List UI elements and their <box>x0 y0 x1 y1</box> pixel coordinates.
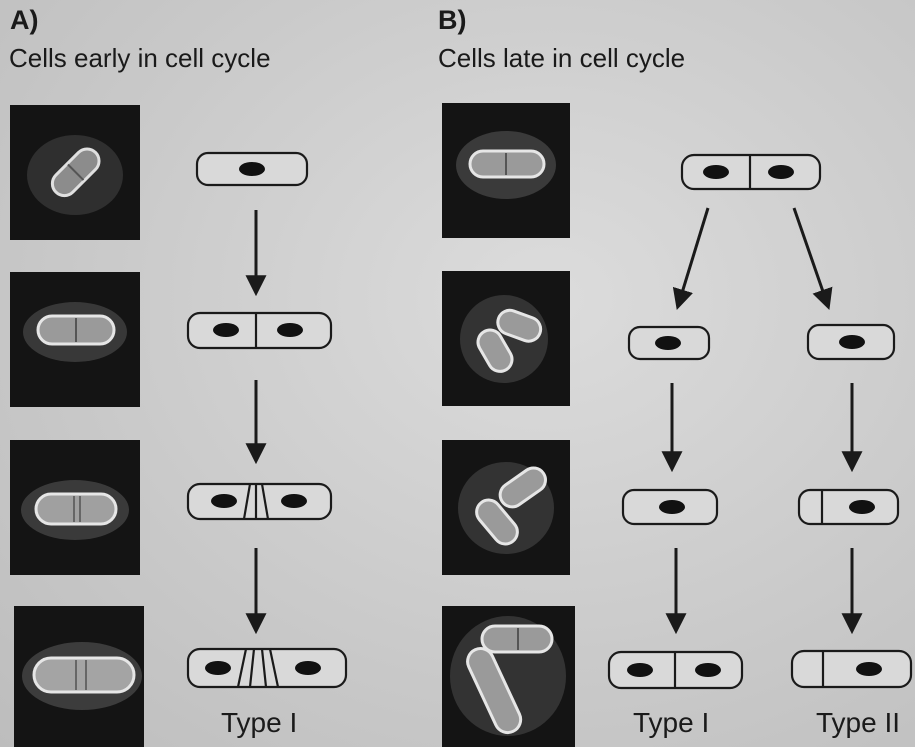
cell-b-type2-3 <box>792 651 911 687</box>
type-label-a: Type I <box>221 709 297 737</box>
cell-a4 <box>188 649 346 687</box>
cell-b-type2-1 <box>808 325 894 359</box>
type-label-b-type1: Type I <box>633 709 709 737</box>
arrow-b-right <box>794 208 828 306</box>
cell-b-type1-2 <box>623 490 717 524</box>
cell-b-type1-1 <box>629 327 709 359</box>
cell-b-type2-2 <box>799 490 898 524</box>
cell-a1 <box>197 153 307 185</box>
cell-b-parent <box>682 155 820 189</box>
cell-a2 <box>188 313 331 348</box>
cell-b-type1-3 <box>609 652 742 688</box>
cell-a3 <box>188 484 331 519</box>
arrow-b-left <box>678 208 708 306</box>
type-label-b-type2: Type II <box>816 709 900 737</box>
